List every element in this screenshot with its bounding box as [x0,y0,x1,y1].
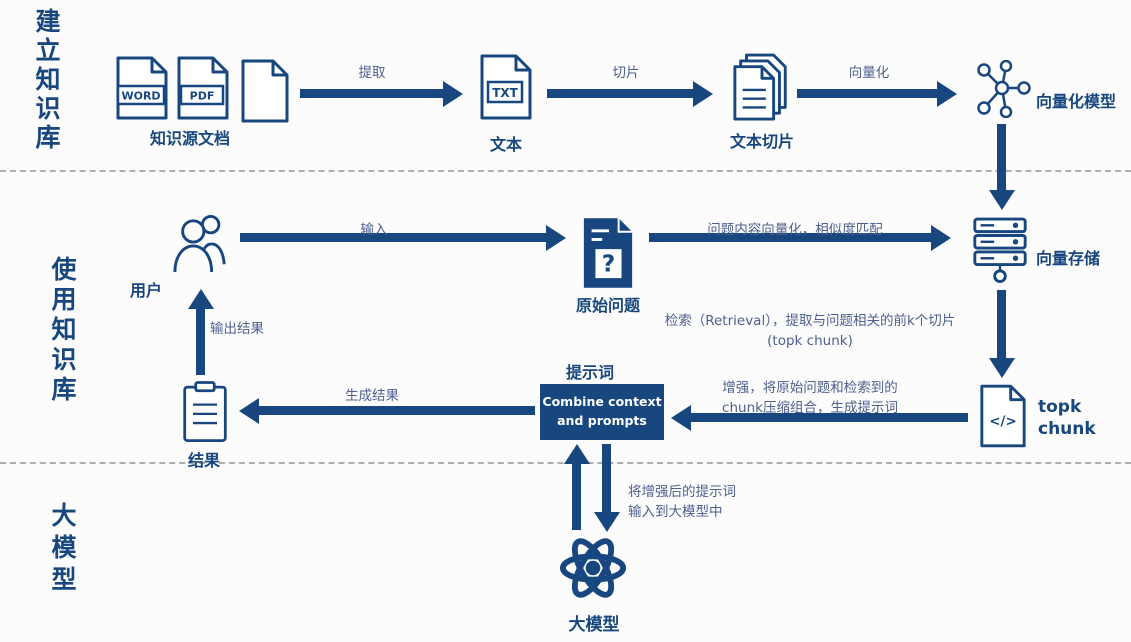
question-mark-glyph: ? [602,250,615,277]
extract-arrow [300,89,443,98]
user-label: 用户 [130,281,163,300]
user-icon [172,210,230,276]
generate-arrow [259,406,535,415]
augment-arrow [691,413,968,422]
vector-store-icon [969,216,1031,286]
result-label: 结果 [187,451,221,470]
vectorize-arrow [797,89,937,98]
section-build-label: 建立知识库 [32,8,61,153]
question-label: 原始问题 [575,296,641,315]
word-badge: WORD [121,90,160,103]
source-docs-label: 知识源文档 [149,129,231,148]
section-divider-1 [0,170,1131,172]
question-document-icon: ? [580,216,636,290]
input-label: 输入 [360,222,388,238]
output-label: 输出结果 [210,321,264,337]
txt-badge: TXT [492,86,518,100]
vectorize-label: 向量化 [848,65,890,81]
pdf-badge: PDF [190,90,215,103]
llm-atom-icon [558,532,628,604]
question-vectorize-arrow [649,233,931,242]
to-llm-label: 将增强后的提示词 输入到大模型中 [628,484,736,520]
llm-label: 大模型 [568,615,620,635]
combine-context-box: Combine context and prompts [540,384,664,440]
output-arrow [196,309,205,375]
txt-document-icon: TXT [478,54,534,120]
topk-chunk-label: topk chunk [1038,397,1096,440]
section-use-label: 使用知识库 [48,256,77,406]
prompt-title: 提示词 [565,363,615,382]
vector-model-label: 向量化模型 [1036,92,1117,111]
blank-document-icon [239,59,291,123]
prompt-to-llm-arrow [602,444,611,512]
llm-to-prompt-arrow [572,464,581,530]
text-chunks-label: 文本切片 [729,132,795,151]
word-document-icon: WORD [114,56,170,120]
vector-store-label: 向量存储 [1036,249,1101,268]
section-model-label: 大模型 [48,502,77,598]
vector-model-icon [976,60,1032,118]
input-arrow [240,233,546,242]
model-to-store-arrow [997,124,1006,190]
retrieval-arrow [997,290,1006,358]
text-label: 文本 [489,135,523,154]
code-glyph: </> [989,415,1016,430]
extract-label: 提取 [358,65,386,81]
slice-arrow [547,89,693,98]
retrieval-label: 检索（Retrieval），提取与问题相关的前k个切片 (topk chunk) [664,313,956,349]
question-vectorize-label: 问题内容向量化，相似度匹配 [707,222,883,238]
augment-label: 增强，将原始问题和检索到的 chunk压缩组合，生成提示词 [722,380,898,416]
topk-chunk-icon: </> [978,384,1028,448]
text-chunks-icon [731,52,793,126]
generate-label: 生成结果 [345,388,399,404]
result-icon [181,379,229,445]
pdf-document-icon: PDF [175,56,231,120]
slice-label: 切片 [612,65,640,81]
